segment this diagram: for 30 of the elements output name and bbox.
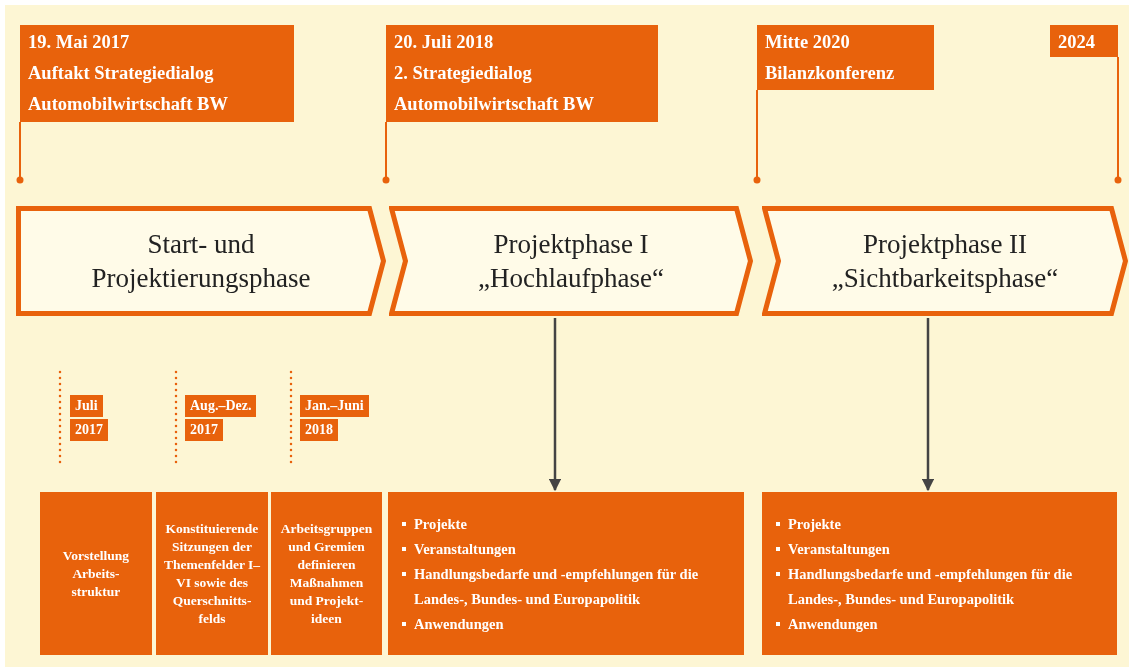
- milestone-flag: Mitte 2020 Bilanzkonferenz: [757, 25, 934, 90]
- list-item: Handlungsbedarfe und -empfehlungen für die Landes-, Bundes- und Europapolitik: [788, 566, 1073, 607]
- results-box: [762, 492, 1117, 655]
- milestone-flag: 20. Juli 2018 2. Strategiedialog Automobilwirtschaft BW: [386, 25, 658, 122]
- date-tag: Juli: [70, 395, 103, 417]
- list-item: Anwendungen: [788, 616, 878, 632]
- phase-title: Projektphase I: [493, 228, 649, 261]
- date-tag: Aug.–Dez.: [185, 395, 257, 417]
- phase-title: Start- und Projektierungsphase: [90, 228, 312, 295]
- list-item: Projekte: [788, 516, 841, 532]
- list-item: Veranstaltungen: [414, 541, 516, 557]
- step-box: Konstituierende Sitzungen der Themenfelder I–VI sowie des Querschnitts- felds: [156, 492, 268, 655]
- arrow: [548, 318, 562, 492]
- date-tag: Jan.–Juni: [300, 395, 369, 417]
- phase-title: „Sichtbarkeitsphase“: [831, 262, 1059, 295]
- results-box: [388, 492, 744, 655]
- step-box: Arbeitsgruppen und Gremien definieren Maßnahmen und Projekt- ideen: [271, 492, 382, 655]
- arrow: [921, 318, 935, 492]
- milestone-flag: 2024: [1050, 25, 1118, 57]
- date-tag: 2017: [185, 419, 223, 441]
- date-tag: 2018: [300, 419, 338, 441]
- list-item: Veranstaltungen: [788, 541, 890, 557]
- date-tag: 2017: [70, 419, 108, 441]
- list-item: Projekte: [414, 516, 467, 532]
- list-item: Handlungsbedarfe und -empfehlungen für die Landes-, Bundes- und Europapolitik: [414, 566, 699, 607]
- list-item: Anwendungen: [414, 616, 504, 632]
- phase-title: „Hochlaufphase“: [478, 262, 664, 295]
- phase-title: Projektphase II: [862, 228, 1028, 261]
- milestone-flag: 19. Mai 2017 Auftakt Strategiedialog Automobilwirtschaft BW: [20, 25, 294, 122]
- step-box: Vorstellung Arbeits- struktur: [40, 492, 152, 655]
